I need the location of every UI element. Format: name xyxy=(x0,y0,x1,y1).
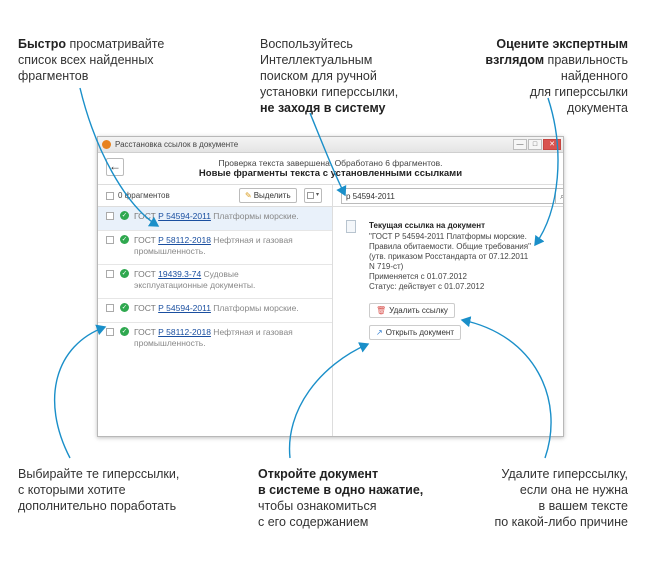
document-link[interactable]: Р 54594-2011 xyxy=(158,303,211,313)
select-dropdown[interactable]: ▾ xyxy=(304,188,322,203)
app-logo-icon xyxy=(102,140,111,149)
callout-expert-review: Оцените экспертным взглядом правильность… xyxy=(485,37,628,115)
list-item[interactable]: ✓ ГОСТ Р 54594-2011 Платформы морские. xyxy=(98,207,332,231)
check-circle-icon: ✓ xyxy=(120,211,129,220)
item-checkbox[interactable] xyxy=(106,212,114,220)
document-icon xyxy=(346,220,356,233)
document-link[interactable]: Р 58112-2018 xyxy=(158,235,211,245)
search-input[interactable] xyxy=(341,188,556,204)
check-circle-icon: ✓ xyxy=(120,327,129,336)
window-title: Расстановка ссылок в документе xyxy=(115,140,239,149)
callout-select-links: Выбирайте те гиперссылки, с которыми хот… xyxy=(18,467,180,513)
links-window: Расстановка ссылок в документе — □ ✕ ← П… xyxy=(97,136,564,437)
open-document-button[interactable]: ↗Открыть документ xyxy=(369,325,461,340)
callout-delete-link: Удалите гиперссылку, если она не нужна в… xyxy=(494,467,628,529)
details-status: Статус: действует с 01.07.2012 xyxy=(369,282,485,291)
list-item[interactable]: ✓ ГОСТ Р 54594-2011 Платформы морские. xyxy=(98,299,332,323)
fragment-count: 0 фрагментов xyxy=(118,191,170,200)
window-header: ← Проверка текста завершена. Обработано … xyxy=(98,153,563,185)
check-circle-icon: ✓ xyxy=(120,303,129,312)
details-line: "ГОСТ Р 54594-2011 Платформы морские. xyxy=(369,232,527,241)
callout-list-overview: Быстро просматривайте список всех найден… xyxy=(18,37,165,83)
trash-icon: 🗑 xyxy=(376,306,387,315)
item-checkbox[interactable] xyxy=(106,304,114,312)
delete-link-button[interactable]: 🗑Удалить ссылку xyxy=(369,303,455,318)
document-link[interactable]: 19439.3-74 xyxy=(158,269,202,279)
search-icon[interactable]: ⌕ xyxy=(556,188,563,204)
details-line: N 719-ст) xyxy=(369,262,404,271)
select-all-checkbox[interactable] xyxy=(106,191,114,200)
check-circle-icon: ✓ xyxy=(120,269,129,278)
details-applies-from: Применяется с 01.07.2012 xyxy=(369,272,467,281)
close-button[interactable]: ✕ xyxy=(543,138,561,150)
document-link[interactable]: Р 54594-2011 xyxy=(158,211,211,221)
callout-smart-search: Воспользуйтесь Интеллектуальным поиском … xyxy=(260,37,399,115)
details-line: (утв. приказом Росстандарта от 07.12.201… xyxy=(369,252,529,261)
check-circle-icon: ✓ xyxy=(120,235,129,244)
maximize-button[interactable]: □ xyxy=(528,138,542,150)
item-checkbox[interactable] xyxy=(106,328,114,336)
toolbar: 0 фрагментов ✎Выделить ▾ ⌕ xyxy=(98,185,563,207)
details-heading: Текущая ссылка на документ xyxy=(369,221,485,230)
link-details-panel: Текущая ссылка на документ "ГОСТ Р 54594… xyxy=(333,207,563,436)
details-line: Правила обитаемости. Общие требования" xyxy=(369,242,531,251)
minimize-button[interactable]: — xyxy=(513,138,527,150)
pencil-icon: ✎ xyxy=(245,191,252,200)
status-text: Проверка текста завершена. Обработано 6 … xyxy=(218,158,443,168)
item-checkbox[interactable] xyxy=(106,236,114,244)
external-link-icon: ↗ xyxy=(376,328,383,337)
document-link[interactable]: Р 58112-2018 xyxy=(158,327,211,337)
fragment-list: ✓ ГОСТ Р 54594-2011 Платформы морские. ✓… xyxy=(98,207,333,436)
page-title: Новые фрагменты текста с установленными … xyxy=(198,168,463,179)
item-checkbox[interactable] xyxy=(106,270,114,278)
callout-open-document: Откройте документ в системе в одно нажат… xyxy=(258,467,424,529)
checkbox-square-icon xyxy=(307,192,314,199)
select-button[interactable]: ✎Выделить xyxy=(239,188,297,203)
title-bar: Расстановка ссылок в документе — □ ✕ xyxy=(98,137,563,153)
